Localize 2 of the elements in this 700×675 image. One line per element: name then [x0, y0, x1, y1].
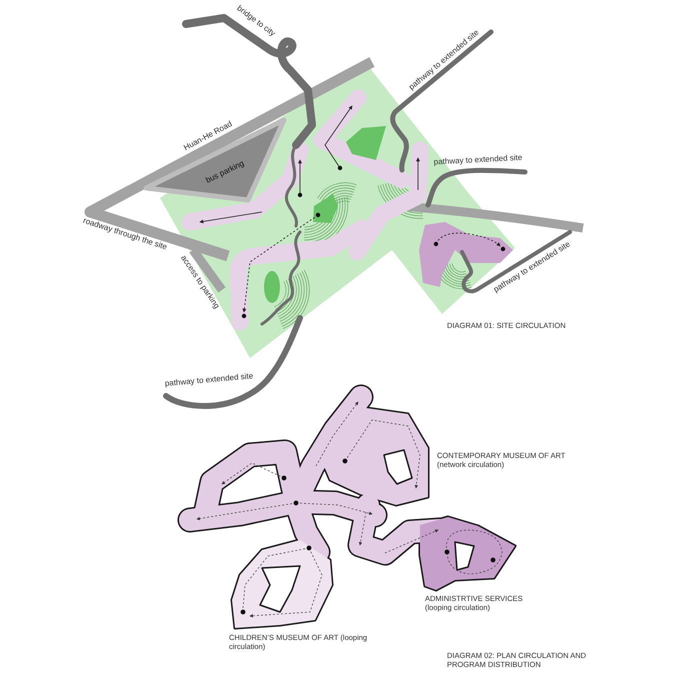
path-label: pathway to extended site [434, 152, 522, 168]
path-label: pathway to extended site [164, 371, 254, 389]
